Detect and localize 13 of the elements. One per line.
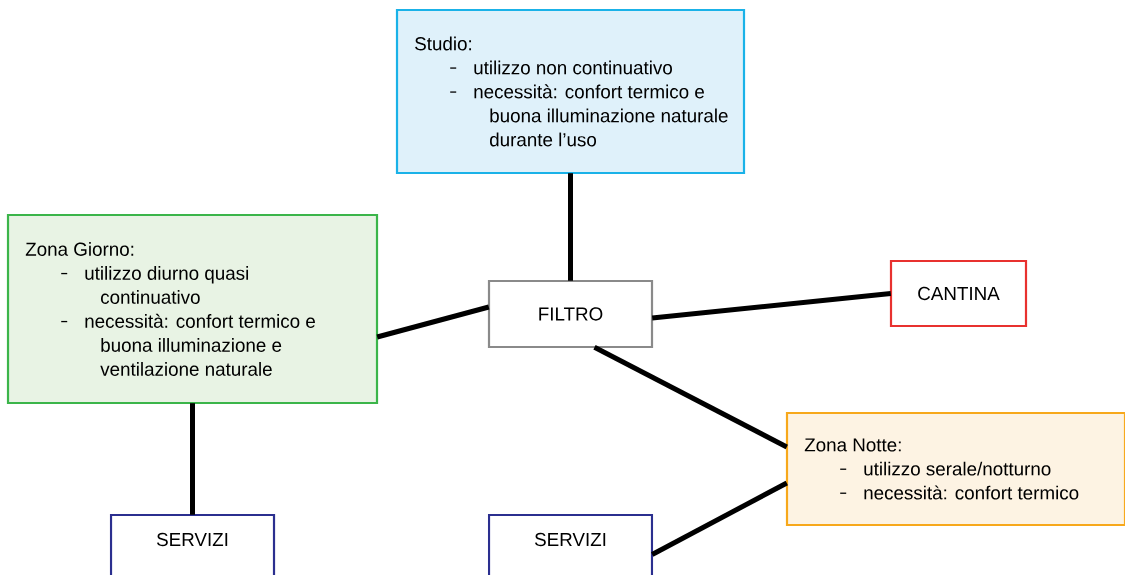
- info-box: Zona Notte: utilizzo serale/notturno necessità: confort termico: [785, 411, 1125, 527]
- connector-line: [651, 480, 788, 557]
- connector-line: [593, 344, 788, 450]
- connector-line: [568, 173, 573, 281]
- process-box: SERVIZI: [487, 513, 654, 575]
- connector-line: [651, 291, 892, 321]
- process-box: SERVIZI: [109, 513, 276, 575]
- connector-line: [190, 403, 195, 515]
- connector-line: [376, 304, 490, 340]
- process-box: FILTRO: [487, 279, 654, 349]
- info-box: Zona Giorno: utilizzo diurno quasi continuativo necessità: confort termico e buona illuminazione e ventilazione naturale: [6, 213, 379, 405]
- process-box: CANTINA: [889, 259, 1028, 328]
- info-box: Studio: utilizzo non continuativo necessità: confort termico e buona illuminazione naturale durante l’uso: [395, 8, 746, 175]
